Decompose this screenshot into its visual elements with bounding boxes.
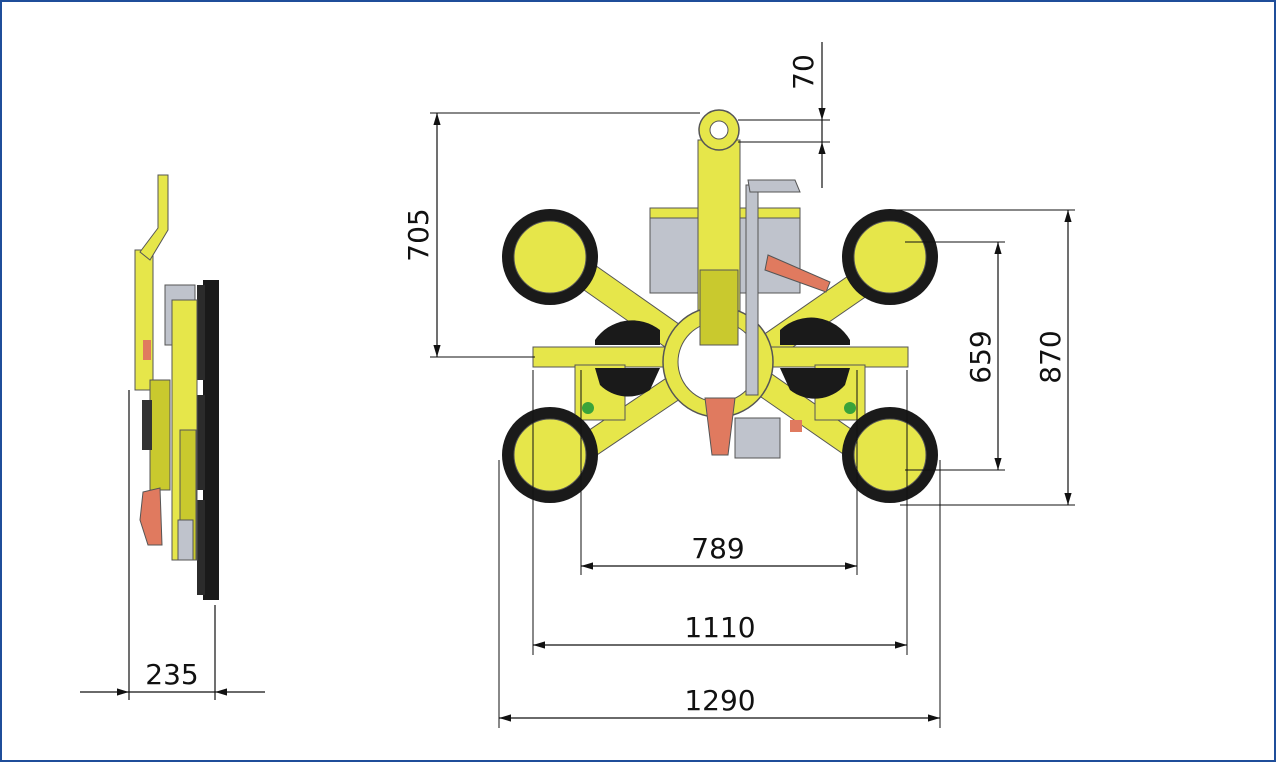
dim-side-width: 235 xyxy=(145,658,198,691)
dim-pad-row-outer: 870 xyxy=(1034,330,1067,383)
dim-eye-height: 705 xyxy=(402,208,435,261)
side-view xyxy=(80,174,265,700)
suction-pad-top-right xyxy=(842,209,938,305)
dim-overall-span: 1290 xyxy=(684,684,755,717)
dim-top-offset: 70 xyxy=(787,54,820,90)
suction-pad-bottom-left xyxy=(502,407,598,503)
dim-inner-span: 789 xyxy=(691,532,744,565)
suction-pad-bottom-right xyxy=(842,407,938,503)
front-view xyxy=(502,109,938,503)
dim-mid-span: 1110 xyxy=(684,611,755,644)
dim-pad-row-inner: 659 xyxy=(964,330,997,383)
suction-pad-top-left xyxy=(502,209,598,305)
